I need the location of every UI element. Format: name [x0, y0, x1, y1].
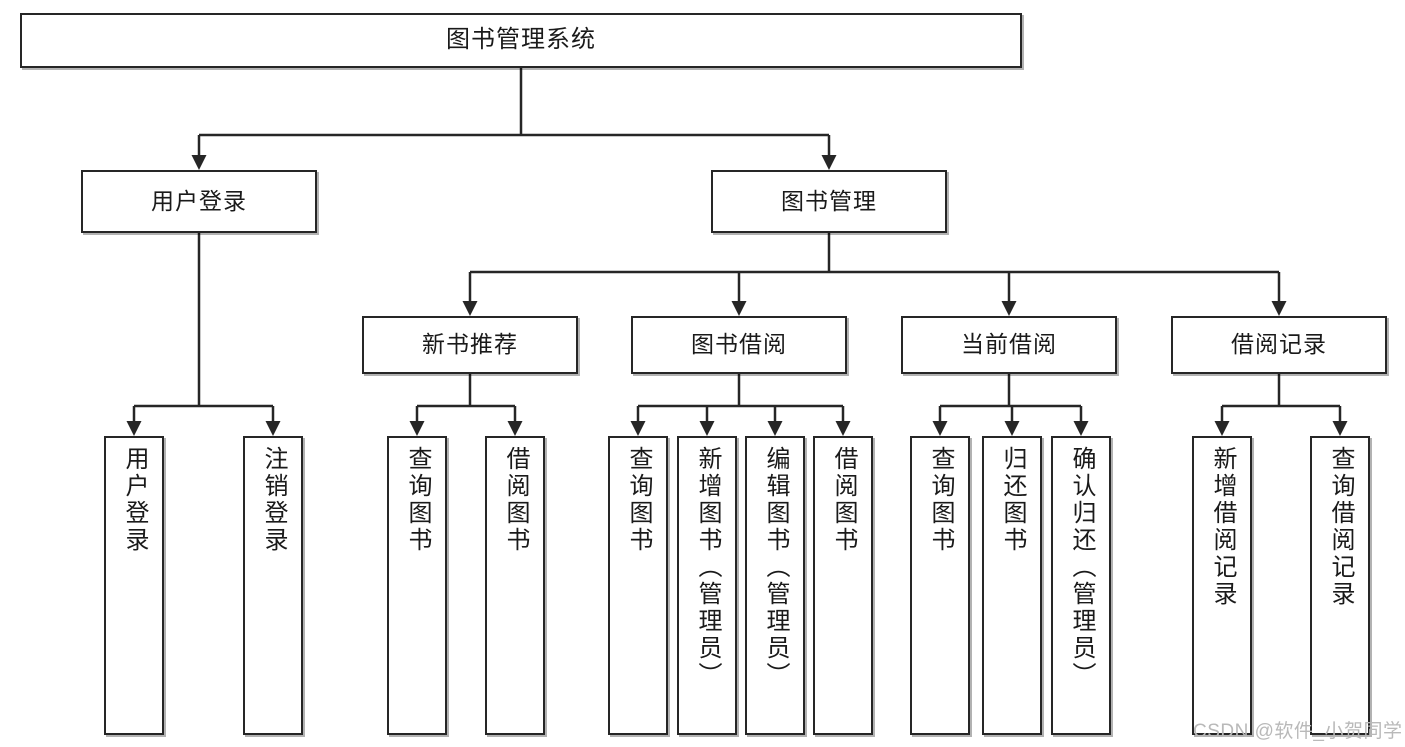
node-leaf-query-record: 查询借阅记录	[1310, 436, 1370, 735]
arrowhead-icon	[191, 155, 207, 170]
node-label: 归还图书	[999, 446, 1026, 554]
arrowhead-icon	[1073, 421, 1089, 436]
node-label: 确认归还（管理员）	[1068, 446, 1095, 689]
node-label: 图书管理系统	[446, 26, 596, 54]
arrowhead-icon	[699, 421, 715, 436]
arrowhead-icon	[731, 301, 747, 316]
arrowhead-icon	[409, 421, 425, 436]
arrowhead-icon	[767, 421, 783, 436]
arrowhead-icon	[1004, 421, 1020, 436]
node-leaf-borrow-book-1: 借阅图书	[485, 436, 545, 735]
arrowhead-icon	[835, 421, 851, 436]
node-label: 借阅记录	[1231, 331, 1327, 358]
node-label: 查询图书	[404, 446, 431, 554]
arrowhead-icon	[821, 155, 837, 170]
node-borrow-record: 借阅记录	[1171, 316, 1387, 374]
node-label: 图书借阅	[691, 331, 787, 358]
node-leaf-user-login: 用户登录	[104, 436, 164, 735]
node-label: 借阅图书	[502, 446, 529, 554]
node-label: 新书推荐	[422, 331, 518, 358]
node-leaf-query-book-2: 查询图书	[608, 436, 668, 735]
node-leaf-query-book-1: 查询图书	[387, 436, 447, 735]
node-book-borrow: 图书借阅	[631, 316, 847, 374]
arrowhead-icon	[126, 421, 142, 436]
arrowhead-icon	[265, 421, 281, 436]
node-label: 注销登录	[260, 446, 287, 554]
node-leaf-return-book: 归还图书	[982, 436, 1042, 735]
node-label: 用户登录	[121, 446, 148, 554]
node-book-manage: 图书管理	[711, 170, 947, 233]
node-leaf-confirm-return: 确认归还（管理员）	[1051, 436, 1111, 735]
node-label: 新增图书（管理员）	[694, 446, 721, 689]
node-label: 图书管理	[781, 187, 877, 214]
node-current-borrow: 当前借阅	[901, 316, 1117, 374]
arrowhead-icon	[630, 421, 646, 436]
arrowhead-icon	[1332, 421, 1348, 436]
node-leaf-user-logout: 注销登录	[243, 436, 303, 735]
node-leaf-add-book: 新增图书（管理员）	[677, 436, 737, 735]
node-leaf-edit-book: 编辑图书（管理员）	[745, 436, 805, 735]
node-new-book-rec: 新书推荐	[362, 316, 578, 374]
arrowhead-icon	[1271, 301, 1287, 316]
node-leaf-borrow-book-2: 借阅图书	[813, 436, 873, 735]
arrowhead-icon	[932, 421, 948, 436]
watermark-text: CSDN @软件_小贺同学	[1193, 721, 1403, 742]
node-label: 借阅图书	[830, 446, 857, 554]
node-label: 编辑图书（管理员）	[762, 446, 789, 689]
node-leaf-add-record: 新增借阅记录	[1192, 436, 1252, 735]
node-label: 查询图书	[625, 446, 652, 554]
node-label: 查询图书	[927, 446, 954, 554]
arrowhead-icon	[1214, 421, 1230, 436]
arrowhead-icon	[1001, 301, 1017, 316]
node-label: 新增借阅记录	[1209, 446, 1236, 608]
node-root: 图书管理系统	[20, 13, 1022, 68]
node-user-login: 用户登录	[81, 170, 317, 233]
node-leaf-query-book-3: 查询图书	[910, 436, 970, 735]
arrowhead-icon	[507, 421, 523, 436]
arrowhead-icon	[462, 301, 478, 316]
node-label: 当前借阅	[961, 331, 1057, 358]
node-label: 查询借阅记录	[1327, 446, 1354, 608]
node-label: 用户登录	[151, 187, 247, 214]
